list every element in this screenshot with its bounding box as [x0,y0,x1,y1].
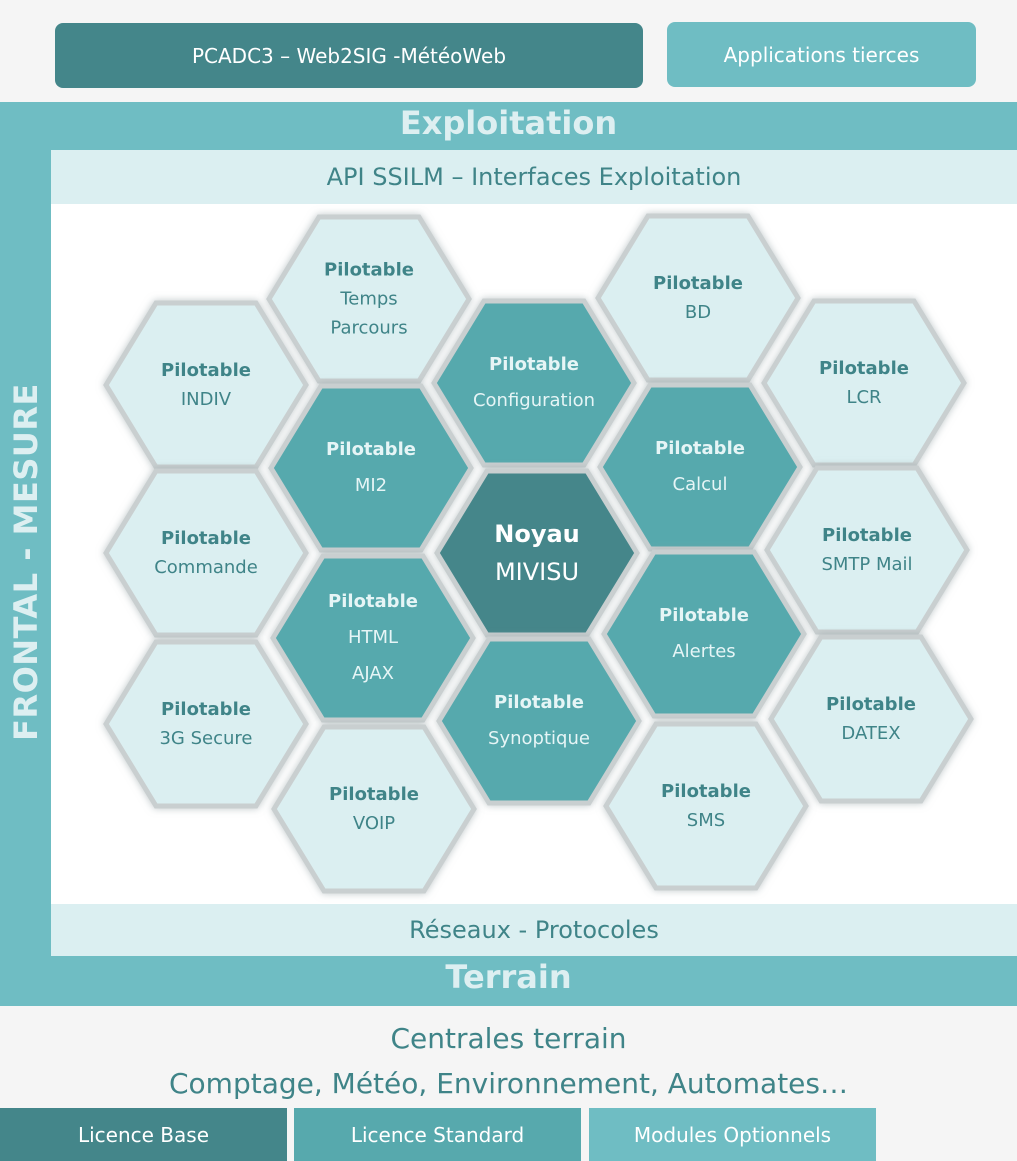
module-label: VOIP [352,813,396,834]
module-label: SMS [686,810,726,831]
module-title: Noyau [494,520,580,548]
module-title: Pilotable [494,692,584,713]
module-title: Pilotable [659,605,749,626]
module-title: Pilotable [653,273,743,294]
applications-tierces-button[interactable]: Applications tierces [667,22,976,87]
module-title: Pilotable [819,358,909,379]
module-title: Pilotable [822,525,912,546]
module-label: SMTP Mail [821,554,913,575]
module-title: Pilotable [661,781,751,802]
module-title: Pilotable [328,591,418,612]
module-label: INDIV [180,389,232,410]
module-title: Pilotable [655,438,745,459]
module-label: BD [684,302,712,323]
module-title: Pilotable [489,354,579,375]
module-title: Pilotable [161,360,251,381]
module-label: Temps [340,288,398,310]
module-label: 3G Secure [159,728,253,749]
module-label: LCR [846,387,882,408]
module-lcr[interactable]: Pilotable LCR [769,354,959,412]
pcadc3-web2sig-meteoweb-button[interactable]: PCADC3 – Web2SIG -MétéoWeb [55,23,643,88]
module-label: HTML [347,627,399,648]
module-3g-secure[interactable]: Pilotable 3G Secure [111,695,301,753]
api-ssilm-band: API SSILM – Interfaces Exploitation [51,150,1017,204]
legend-licence-base: Licence Base [0,1108,287,1161]
module-label: Configuration [472,390,596,411]
exploitation-title: Exploitation [399,104,618,142]
module-label: Synoptique [488,728,590,749]
module-title: Pilotable [329,784,419,805]
module-label: MIVISU [494,558,580,586]
module-label: DATEX [841,723,901,744]
module-title: Pilotable [826,694,916,715]
legend-licence-standard: Licence Standard [294,1108,581,1161]
module-label: MI2 [354,475,388,496]
module-label: Calcul [672,474,728,495]
frontal-mesure-label: FRONTAL - MESURE [7,383,45,741]
module-label: Commande [154,557,258,578]
module-title: Pilotable [326,439,416,460]
terrain-equipment-text: Comptage, Météo, Environnement, Automate… [169,1067,848,1100]
module-title: Pilotable [161,699,251,720]
module-label: AJAX [352,663,394,684]
terrain-title: Terrain [445,958,572,996]
module-title: Pilotable [324,259,414,281]
module-title: Pilotable [161,528,251,549]
legend-modules-optionnels: Modules Optionnels [589,1108,876,1161]
module-label: Parcours [330,317,408,339]
reseaux-protocoles-band: Réseaux - Protocoles [51,904,1017,956]
module-label: Alertes [672,641,736,662]
centrales-terrain-text: Centrales terrain [390,1022,627,1055]
